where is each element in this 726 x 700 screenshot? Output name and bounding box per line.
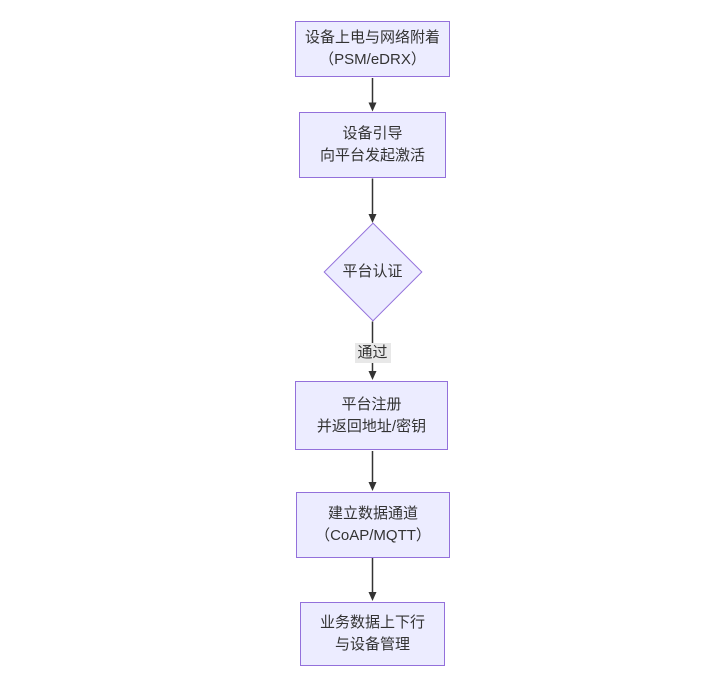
node-text-line: 平台认证 [342,263,403,280]
node-register: 平台注册 并返回地址/密钥 [295,381,448,450]
edge-label-pass: 通过 [354,343,391,363]
node-text-line: 业务数据上下行 [319,614,425,631]
arrowhead-icon [368,371,377,380]
node-text-line: 建立数据通道 [327,505,418,522]
node-text-line: （PSM/eDRX） [319,51,426,68]
node-bootstrap: 设备引导 向平台发起激活 [299,112,446,178]
node-text-line: （CoAP/MQTT） [315,527,431,544]
arrowhead-icon [368,482,377,491]
flow-arrow [368,78,377,112]
node-text-line: 设备上电与网络附着 [304,29,440,46]
flow-arrow [368,558,377,601]
arrowhead-icon [368,214,377,223]
arrowhead-icon [368,592,377,601]
node-data-channel: 建立数据通道 （CoAP/MQTT） [296,492,450,558]
flow-arrow [368,178,377,223]
arrowhead-icon [368,102,377,112]
node-text-line: 与设备管理 [334,636,410,653]
node-business: 业务数据上下行 与设备管理 [300,602,445,666]
flow-arrow [368,451,377,491]
decision-platform-auth: 平台认证 [322,222,423,322]
node-text-line: 向平台发起激活 [319,147,425,164]
node-text-line: 并返回地址/密钥 [316,417,427,435]
node-power-attach: 设备上电与网络附着 （PSM/eDRX） [295,21,450,77]
node-text-line: 设备引导 [342,125,403,142]
node-text-line: 平台注册 [341,395,402,413]
